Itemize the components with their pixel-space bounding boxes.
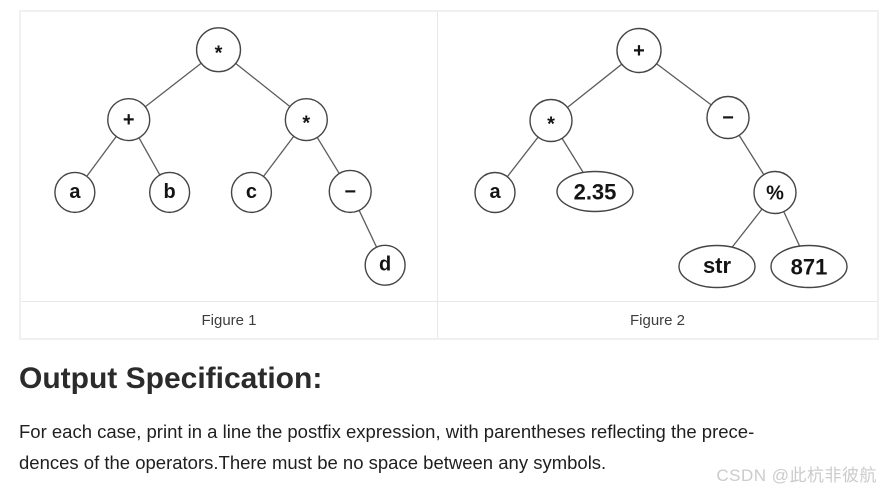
paragraph-line-2: dences of the operators.There must be no… xyxy=(19,452,607,473)
tree-node xyxy=(284,97,328,142)
tree-node-label: + xyxy=(633,40,645,62)
tree-node-label: a xyxy=(489,181,501,203)
figure-2-tree-diagram: + * − a 2.35% str 871 xyxy=(474,27,848,289)
tree-node xyxy=(107,97,151,142)
tree-node-label: 871 xyxy=(791,255,828,280)
output-specification-paragraph: For each case, print in a line the postf… xyxy=(19,416,754,478)
tree-node-label: * xyxy=(215,43,223,65)
tree-node-label: a xyxy=(69,181,81,203)
tree-node xyxy=(770,244,848,289)
tree-node-label: 2.35 xyxy=(574,180,617,205)
tree-node xyxy=(529,98,573,143)
tree-node-label: b xyxy=(164,181,176,203)
tree-node xyxy=(706,95,750,140)
tree-node-label: str xyxy=(703,253,732,278)
tree-node-label: − xyxy=(344,181,356,203)
tree-node-label: c xyxy=(246,181,257,203)
figure-2-caption: Figure 2 xyxy=(438,301,877,338)
tree-node xyxy=(616,27,662,74)
figure-1-tree-diagram: * + * a b c − d xyxy=(54,27,406,286)
figure-1-caption: Figure 1 xyxy=(21,301,438,338)
paragraph-line-1: For each case, print in a line the postf… xyxy=(19,421,755,442)
tree-node xyxy=(753,170,797,215)
figure-table: * + * a b c − d + * − a 2.35% str 871 Figure 1 Figure… xyxy=(19,10,879,340)
tree-node xyxy=(230,171,273,214)
csdn-watermark: CSDN @此杭非彼航 xyxy=(716,466,877,485)
tree-node xyxy=(148,171,191,214)
tree-node-label: − xyxy=(722,107,734,129)
tree-node xyxy=(328,169,372,214)
tree-node xyxy=(195,27,242,73)
tree-node-label: % xyxy=(766,183,784,205)
figure-2-cell: + * − a 2.35% str 871 xyxy=(438,12,877,301)
tree-node xyxy=(364,244,406,286)
tree-node-label: d xyxy=(379,254,391,276)
tree-node xyxy=(54,171,96,214)
output-specification-heading: Output Specification: xyxy=(19,362,323,395)
tree-node-label: + xyxy=(123,109,135,131)
tree-node-label: * xyxy=(302,113,310,135)
tree-node xyxy=(474,171,516,214)
tree-node xyxy=(556,170,634,213)
tree-node xyxy=(678,244,756,289)
figure-1-cell: * + * a b c − d xyxy=(21,12,438,301)
tree-node-label: * xyxy=(547,114,555,136)
